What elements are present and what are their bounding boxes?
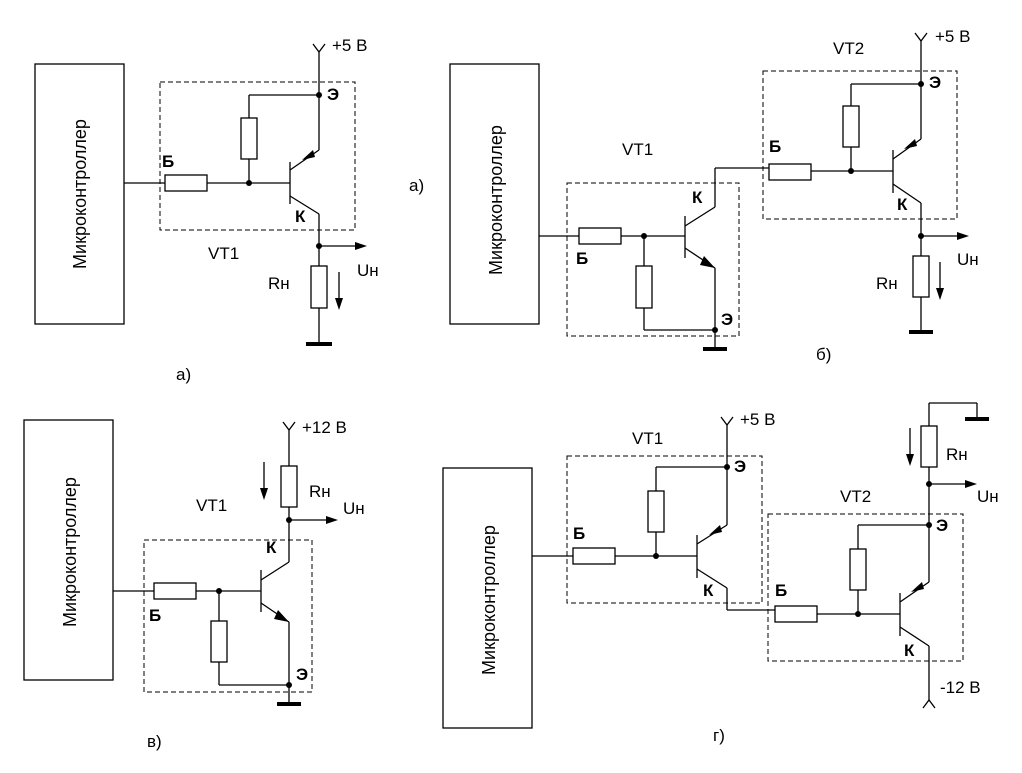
microcontroller-block bbox=[34, 63, 125, 325]
base-resistor-1 bbox=[578, 227, 622, 245]
circuit-g: Микроконтроллер bbox=[442, 402, 999, 745]
base-label: Б bbox=[162, 152, 174, 171]
transistor-module-box bbox=[143, 539, 313, 693]
output-label: Uн bbox=[957, 250, 979, 269]
caption: б) bbox=[816, 345, 831, 364]
supply-terminal-pos bbox=[720, 416, 734, 427]
base-resistor-2 bbox=[774, 605, 818, 623]
caption-left: а) bbox=[409, 176, 424, 195]
caption: г) bbox=[713, 726, 725, 745]
bias-resistor-1 bbox=[635, 265, 653, 309]
microcontroller-block bbox=[442, 467, 533, 729]
circuit-b: а) Микроконтроллер bbox=[409, 27, 979, 364]
supply-terminal bbox=[282, 421, 296, 432]
transistor2-module-box bbox=[767, 513, 964, 662]
base-resistor bbox=[164, 174, 208, 192]
load-resistor bbox=[310, 265, 328, 309]
transistor1-label: VT1 bbox=[622, 140, 653, 159]
microcontroller-label: Микроконтроллер bbox=[479, 525, 499, 675]
collector-label-2: К bbox=[897, 195, 908, 214]
output-label: Uн bbox=[357, 261, 379, 280]
microcontroller-block bbox=[23, 419, 114, 681]
bias-resistor bbox=[210, 620, 228, 663]
bias-resistor-2 bbox=[849, 548, 867, 591]
caption: в) bbox=[147, 732, 162, 751]
collector-label-2: К bbox=[904, 641, 915, 660]
microcontroller-label: Микроконтроллер bbox=[486, 125, 506, 275]
circuit-a: Микроконтроллер +5 В Э Б К VT1 Uн Rн а) bbox=[34, 36, 379, 384]
microcontroller-label: Микроконтроллер bbox=[70, 119, 90, 269]
bias-resistor bbox=[240, 117, 258, 160]
transistor1-module-box bbox=[566, 182, 740, 337]
transistor-module-box bbox=[159, 81, 356, 231]
transistor2-module-box bbox=[762, 70, 958, 220]
output-label: Uн bbox=[343, 499, 365, 518]
load-label: Rн bbox=[946, 445, 968, 464]
collector-label: К bbox=[266, 538, 277, 557]
collector-label: К bbox=[295, 207, 306, 226]
emitter-label: Э bbox=[327, 85, 339, 104]
emitter-label-2: Э bbox=[929, 73, 941, 92]
supply-pos-label: +5 В bbox=[740, 410, 775, 429]
supply-terminal bbox=[914, 32, 928, 43]
circuit-v: Микроконтроллер +12 В Rн VT1 Uн К Б Э в) bbox=[23, 418, 365, 751]
supply-neg-label: -12 В bbox=[940, 678, 981, 697]
supply-terminal-neg bbox=[922, 698, 936, 709]
load-resistor bbox=[280, 465, 298, 508]
transistor1-label: VT1 bbox=[632, 429, 663, 448]
emitter-label-1: Э bbox=[721, 310, 733, 329]
base-label-1: Б bbox=[576, 249, 588, 268]
base-label-2: Б bbox=[769, 137, 781, 156]
supply-label: +5 В bbox=[332, 36, 367, 55]
output-label: Uн bbox=[977, 487, 999, 506]
microcontroller-label: Микроконтроллер bbox=[60, 477, 80, 627]
base-resistor-1 bbox=[572, 547, 616, 565]
transistor-label: VT1 bbox=[208, 244, 239, 263]
base-resistor-2 bbox=[768, 163, 812, 181]
load-label: Rн bbox=[309, 482, 331, 501]
microcontroller-block bbox=[449, 63, 540, 325]
transistor-label: VT1 bbox=[196, 496, 227, 515]
load-label: Rн bbox=[876, 274, 898, 293]
base-label-2: Б bbox=[775, 581, 787, 600]
collector-label-1: К bbox=[703, 581, 714, 600]
supply-label: +5 В bbox=[935, 27, 970, 46]
emitter-label: Э bbox=[296, 665, 308, 684]
bias-resistor-2 bbox=[842, 105, 860, 148]
transistor1-module-box bbox=[566, 455, 763, 604]
caption: а) bbox=[176, 365, 191, 384]
base-label-1: Б bbox=[573, 524, 585, 543]
load-label: Rн bbox=[268, 274, 290, 293]
collector-label-1: К bbox=[692, 188, 703, 207]
transistor2-label: VT2 bbox=[840, 487, 871, 506]
emitter-label-2: Э bbox=[936, 516, 948, 535]
base-label: Б bbox=[149, 606, 161, 625]
bias-resistor-1 bbox=[647, 490, 665, 533]
supply-terminal bbox=[312, 43, 326, 54]
load-resistor bbox=[920, 425, 938, 468]
base-resistor bbox=[153, 582, 197, 600]
emitter-label-1: Э bbox=[734, 457, 746, 476]
load-resistor bbox=[912, 255, 930, 298]
supply-label: +12 В bbox=[302, 418, 347, 437]
transistor2-label: VT2 bbox=[833, 39, 864, 58]
